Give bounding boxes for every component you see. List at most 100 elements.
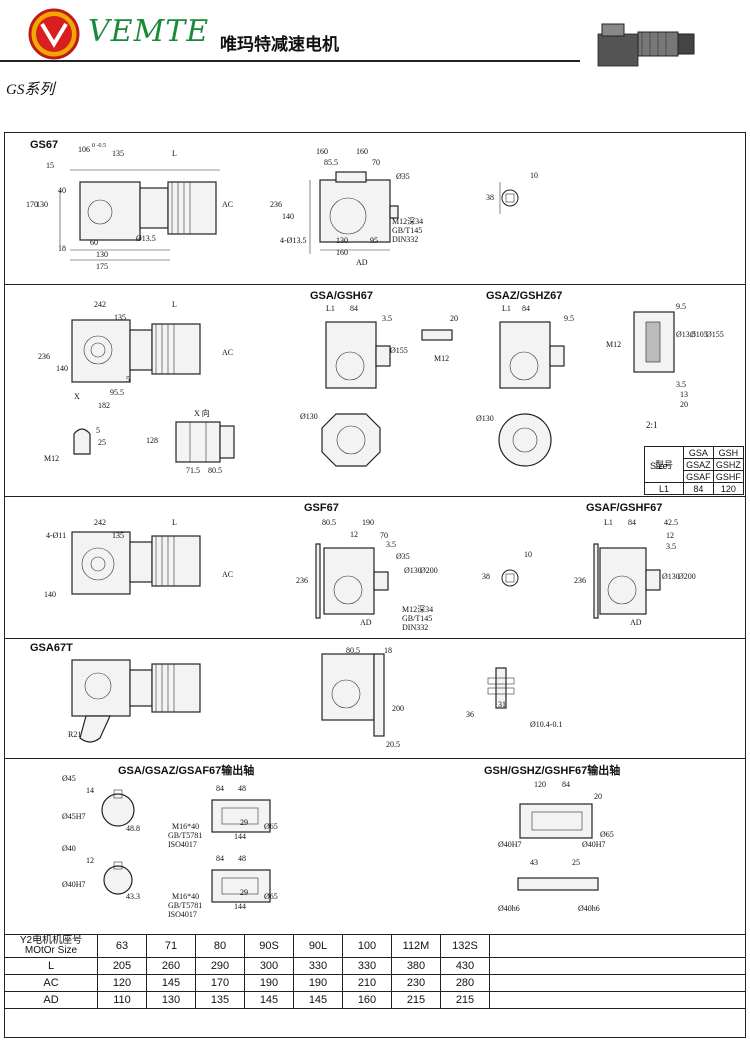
a-43-3: 43.3 — [126, 892, 140, 901]
gsaz-130: Ø130 — [476, 414, 494, 423]
section-title-gsf67: GSF67 — [304, 502, 339, 514]
gsaf-130: Ø130 — [662, 572, 680, 581]
table-col-header: 90S — [244, 934, 294, 958]
table-empty-cell — [489, 934, 746, 958]
t-36: 36 — [466, 710, 474, 719]
gsa67t-pin-view — [487, 667, 515, 709]
t-20: 20.5 — [386, 740, 400, 749]
t-80: 80.5 — [346, 646, 360, 655]
size-table-cell: GSHZ — [712, 458, 745, 471]
table-col-header: 112M — [391, 934, 441, 958]
dim-130: 130 — [36, 200, 48, 209]
table-col-header: 100 — [342, 934, 392, 958]
gsa-236: 236 — [38, 352, 50, 361]
table-cell: 215 — [440, 991, 490, 1009]
table-col-header: 80 — [195, 934, 245, 958]
a-14: 14 — [86, 786, 94, 795]
section-title-gsaf-gshf67: GSAF/GSHF67 — [586, 502, 663, 514]
gsf-135: 135 — [112, 531, 124, 540]
side-140: 140 — [282, 212, 294, 221]
t-r21: R21 — [68, 730, 82, 739]
side-gb: GB/T145 — [392, 226, 423, 235]
gsaf-L1: L1 — [604, 518, 613, 527]
table-header-label-cn: Y2电机机座号 — [19, 935, 83, 946]
gsaz-flange-view — [498, 413, 552, 467]
gsaf-AD: AD — [630, 618, 642, 627]
side-95: 95 — [370, 236, 378, 245]
x-direction-view — [175, 421, 235, 463]
table-row: AD 110 130 135 145 145 160 215 215 — [4, 991, 746, 1009]
gsf-12: 12 — [350, 530, 358, 539]
key-10: 10 — [530, 171, 538, 180]
h-43: 43 — [530, 858, 538, 867]
section-title-gsa-output-shaft: GSA/GSAZ/GSAF67输出轴 — [118, 765, 255, 777]
h-20: 20 — [594, 792, 602, 801]
side-din: DIN332 — [392, 235, 419, 244]
gsf-80: 80.5 — [322, 518, 336, 527]
h-40b: Ø40H7 — [582, 840, 606, 849]
h-40a: Ø40H7 — [498, 840, 522, 849]
a-m16a: M16*40 — [172, 822, 200, 831]
header: FX VEMTE 唯玛特减速电机 GS系列 — [0, 0, 750, 100]
table-row-label: AD — [4, 991, 98, 1009]
table-cell: 205 — [97, 957, 147, 975]
section-title-gsa-gsh67: GSA/GSH67 — [310, 290, 373, 302]
table-cell: 330 — [342, 957, 392, 975]
dim-18: 18 — [58, 244, 66, 253]
gsaz-gshz67-view — [499, 321, 565, 389]
sub-80: 80.5 — [208, 466, 222, 475]
detail-section-view — [633, 311, 675, 373]
a-isob: ISO4017 — [168, 910, 197, 919]
table-cell: 190 — [293, 974, 343, 992]
dim-AC: AC — [222, 200, 234, 209]
dim-170: 170 — [26, 200, 38, 209]
t-31: 31 — [498, 700, 506, 709]
gsa67t-front-view — [71, 659, 201, 743]
table-cell: 120 — [97, 974, 147, 992]
size-table-cell: GSHF — [712, 470, 745, 483]
gsf-236: 236 — [296, 576, 308, 585]
side-m12: M12深34 — [392, 217, 424, 226]
a-m16b: M16*40 — [172, 892, 200, 901]
drawing-frame — [4, 132, 746, 1038]
a-48b: 48 — [238, 854, 246, 863]
h-40c: Ø40h6 — [498, 904, 520, 913]
gsaz-84: 84 — [522, 304, 530, 313]
gsf-AD: AD — [360, 618, 372, 627]
table-cell: 160 — [342, 991, 392, 1009]
table-cell: 300 — [244, 957, 294, 975]
dim-135: 135 — [112, 149, 124, 158]
gs67-side-view — [309, 171, 399, 254]
size-table-cell: 型号 — [644, 446, 684, 483]
gsaf-12: 12 — [666, 531, 674, 540]
gsf-130: Ø130 — [404, 566, 422, 575]
a-84a: 84 — [216, 784, 224, 793]
size-table-cell: GSH — [712, 446, 745, 459]
gsaz-L1: L1 — [502, 304, 511, 313]
gsa-bolt-view — [421, 329, 453, 341]
table-cell: 260 — [146, 957, 196, 975]
gsa-182: 182 — [98, 401, 110, 410]
a-d45h: Ø45H7 — [62, 812, 86, 821]
a-144a: 144 — [234, 832, 246, 841]
detail-105: Ø105 — [690, 330, 708, 339]
section-title-gsh-output-shaft: GSH/GSHZ/GSHF67输出轴 — [484, 765, 621, 777]
side-160b: 160 — [356, 147, 368, 156]
gsf-AC: AC — [222, 570, 234, 579]
table-cell: 230 — [391, 974, 441, 992]
gsa-155: Ø155 — [390, 346, 408, 355]
h-120: 120 — [534, 780, 546, 789]
side-130: 130 — [336, 236, 348, 245]
gearmotor-product-image — [597, 23, 695, 67]
brand-name-cn: 唯玛特减速电机 — [220, 35, 339, 55]
h-84: 84 — [562, 780, 570, 789]
gsa-m12: M12 — [434, 354, 450, 363]
a-144b: 144 — [234, 902, 246, 911]
sub-xdir: X 向 — [194, 409, 210, 418]
gsa-flange-view — [321, 413, 381, 467]
gsaf-84: 84 — [628, 518, 636, 527]
size-table-cell: GSA — [683, 446, 714, 459]
motor-size-table: Y2电机机座号 MOtOr Size 63 71 80 90S 90L 100 … — [4, 934, 746, 1009]
t-10: Ø10.4-0.1 — [530, 720, 563, 729]
